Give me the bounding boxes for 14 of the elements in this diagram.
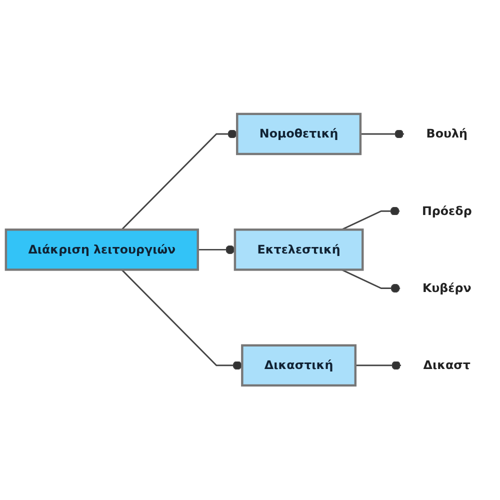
node-box: Νομοθετική (236, 113, 362, 156)
node-text: Δικαστ (423, 358, 470, 372)
connector (198, 246, 235, 254)
node-text: Βουλή (426, 126, 468, 141)
node-text: Πρόεδρ (422, 204, 472, 218)
connector (341, 206, 400, 231)
node-text: Κυβέρν (422, 281, 472, 296)
node-box: Εκτελεστική (234, 228, 364, 272)
node-box: Διάκριση λειτουργιών (4, 228, 199, 272)
node-box: Δικαστική (241, 344, 357, 387)
connector (355, 361, 402, 370)
connector (121, 270, 242, 370)
connector (360, 130, 404, 139)
connector (121, 130, 238, 230)
